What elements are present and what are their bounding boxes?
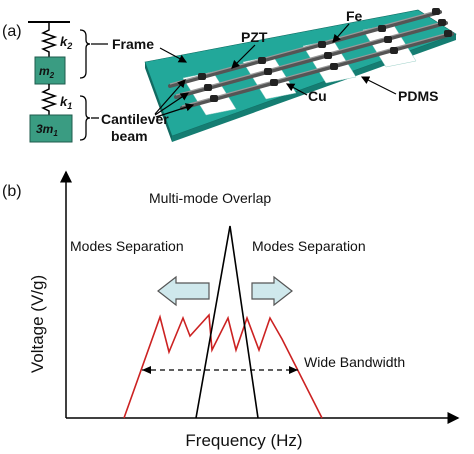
tip-mass (390, 47, 398, 54)
tip-mass (432, 8, 440, 15)
cantilever-beams (168, 10, 454, 110)
spring-k2-label: k2 (60, 34, 72, 51)
panel-a: (a) k2 m2 k1 3m1 (2, 8, 457, 144)
frame-label: Frame (112, 36, 154, 52)
panel-b: (b) Voltage (V/g) Frequency (Hz) Multi-m… (2, 170, 460, 450)
tip-mass (270, 79, 278, 86)
cantilever-arrow-1 (154, 79, 186, 115)
mass-m2 (34, 56, 66, 85)
cantilever-arrow-3 (155, 103, 195, 118)
fe-tip-masses (198, 8, 452, 102)
pzt-label: PZT (241, 29, 268, 45)
mass-m2-label: m2 (39, 64, 55, 80)
mass-3m1-label: 3m1 (36, 122, 58, 138)
panel-a-label: (a) (2, 23, 22, 40)
frame-arrow (159, 47, 188, 63)
tip-mass (444, 30, 452, 37)
tip-mass (198, 73, 206, 80)
pzt-strip-1 (169, 9, 441, 85)
board-left-face (145, 62, 172, 142)
mass-spring-model: k2 m2 k1 3m1 (28, 21, 108, 143)
tip-mass (384, 36, 392, 43)
cantilever-brace (79, 95, 91, 141)
left-modes-separation-text: Modes Separation (70, 238, 184, 254)
cantilever-label-line2: beam (111, 128, 148, 144)
y-axis-label: Voltage (V/g) (28, 275, 47, 373)
tip-mass (330, 63, 338, 70)
cantilever-arrow-2 (154, 92, 189, 116)
panel-b-label: (b) (2, 183, 22, 200)
x-axis-label: Frequency (Hz) (185, 431, 302, 450)
tip-mass (210, 95, 218, 102)
multi-mode-peak (195, 225, 259, 419)
tip-mass (204, 84, 212, 91)
pdms-arrow (360, 76, 397, 95)
frame-windows (182, 23, 417, 116)
device-3d (144, 8, 457, 142)
right-modes-separation-text: Modes Separation (252, 238, 366, 254)
beam-row-1 (168, 10, 442, 88)
pzt-strip-2 (175, 20, 447, 96)
tip-mass (318, 41, 326, 48)
pzt-arrow (231, 44, 256, 69)
fe-label: Fe (346, 8, 363, 24)
fe-arrow (332, 23, 350, 43)
spring-k2 (40, 22, 58, 58)
tip-mass (264, 68, 272, 75)
left-separation-arrow (157, 275, 210, 307)
pzt-strips (169, 9, 453, 107)
wide-band-response (123, 313, 323, 419)
spring-k1 (40, 84, 58, 116)
pdms-label: PDMS (398, 88, 438, 104)
spring-k1-label: k1 (60, 94, 72, 111)
tip-mass (378, 25, 386, 32)
cu-label: Cu (308, 88, 327, 104)
tip-mass (258, 57, 266, 64)
tip-mass (438, 19, 446, 26)
pzt-strip-3 (181, 31, 453, 107)
right-separation-arrow (251, 275, 293, 307)
multi-mode-overlap-text: Multi-mode Overlap (149, 190, 271, 206)
wide-bandwidth-text: Wide Bandwidth (304, 354, 405, 370)
bandwidth-arrow-left-head (142, 366, 151, 374)
frame-brace (79, 29, 91, 79)
beam-row-2 (174, 21, 448, 99)
bandwidth-arrow-right-head (289, 366, 298, 374)
beam-row-3 (180, 32, 454, 110)
cantilever-label-line1: Cantilever (101, 111, 169, 127)
cu-arrow (285, 83, 308, 96)
tip-mass (324, 52, 332, 59)
mass-3m1 (29, 114, 73, 143)
